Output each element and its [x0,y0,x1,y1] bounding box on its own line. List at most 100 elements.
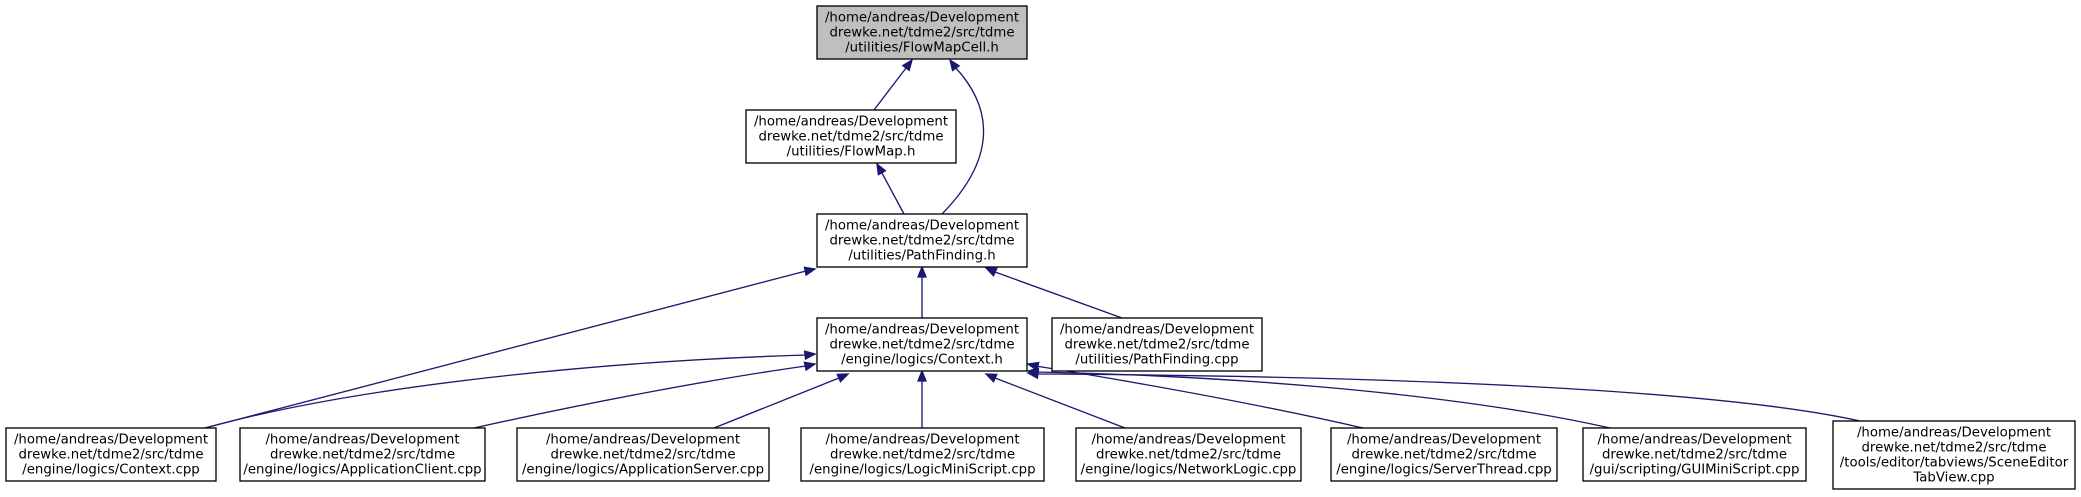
node-label-line: drewke.net/tdme2/src/tdme [830,448,1015,463]
node-box [816,5,1028,60]
node-label-line: drewke.net/tdme2/src/tdme [550,448,735,463]
node-logicminiscript-cpp[interactable]: /home/andreas/Developmentdrewke.net/tdme… [800,427,1045,482]
node-label-line: /home/andreas/Development [825,433,1019,448]
arrowhead-icon [917,369,927,382]
node-label-line: drewke.net/tdme2/src/tdme [1351,448,1536,463]
node-label-line: /engine/logics/ServerThread.cpp [1336,463,1552,478]
edge-pathfinding_cpp-to-pathfinding_h [984,267,1123,319]
node-label-line: /home/andreas/Development [825,11,1019,26]
node-label-line: /utilities/PathFinding.cpp [1075,353,1238,368]
edge-context_cpp-to-context_h [204,350,817,429]
arrowhead-icon [836,373,850,383]
node-sceneeditortabview-cpp[interactable]: /home/andreas/Developmentdrewke.net/tdme… [1832,420,2076,490]
edge-line [994,377,1126,429]
node-label-line: /home/andreas/Development [1060,323,1254,338]
node-box [1075,427,1302,482]
arrowhead-icon [803,361,817,372]
edge-line [881,172,905,215]
arrowhead-icon [876,162,887,176]
node-box [239,427,486,482]
arrowhead-icon [984,373,998,383]
edge-context_cpp-to-pathfinding_h [204,266,817,429]
edge-logicminiscript_cpp-to-context_h [917,369,927,428]
node-box [1051,317,1263,372]
node-label-line: drewke.net/tdme2/src/tdme [270,448,455,463]
node-box [816,213,1028,268]
node-label-line: drewke.net/tdme2/src/tdme [758,130,943,145]
node-networklogic-cpp[interactable]: /home/andreas/Developmentdrewke.net/tdme… [1075,427,1302,482]
node-label-line: drewke.net/tdme2/src/tdme [1096,448,1281,463]
edge-line [873,67,907,111]
node-label-line: /home/andreas/Development [754,115,948,130]
node-guiminiscript-cpp[interactable]: /home/andreas/Developmentdrewke.net/tdme… [1582,427,1807,482]
node-label-line: drewke.net/tdme2/src/tdme [829,26,1014,41]
arrowhead-icon [803,266,817,277]
node-label-line: drewke.net/tdme2/src/tdme [1602,448,1787,463]
edge-line [204,354,807,429]
node-box [5,427,217,482]
node-label-line: /home/andreas/Development [1597,433,1791,448]
node-label-line: drewke.net/tdme2/src/tdme [829,338,1014,353]
arrowhead-icon [803,350,817,361]
node-label-line: /engine/logics/LogicMiniScript.cpp [809,463,1035,478]
node-box [1582,427,1807,482]
node-box [800,427,1045,482]
node-label-line: drewke.net/tdme2/src/tdme [1064,338,1249,353]
node-label-line: drewke.net/tdme2/src/tdme [829,234,1014,249]
edge-line [473,365,807,429]
node-serverthread-cpp[interactable]: /home/andreas/Developmentdrewke.net/tdme… [1330,427,1558,482]
node-label-line: /home/andreas/Development [1857,426,2051,441]
node-box [745,109,957,164]
arrowhead-icon [984,267,998,277]
node-applicationclient-cpp[interactable]: /home/andreas/Developmentdrewke.net/tdme… [239,427,486,482]
node-label-line: /home/andreas/Development [265,433,459,448]
node-label-line: /utilities/FlowMap.h [787,145,916,160]
node-label-line: /home/andreas/Development [14,433,208,448]
node-label-line: /engine/logics/Context.cpp [22,463,200,478]
node-label-line: /engine/logics/Context.h [841,353,1003,368]
node-box [516,427,770,482]
edge-line [941,66,985,215]
node-label-line: /engine/logics/NetworkLogic.cpp [1081,463,1297,478]
node-label-line: drewke.net/tdme2/src/tdme [18,448,203,463]
edge-line [204,270,807,429]
node-pathfinding-h[interactable]: /home/andreas/Developmentdrewke.net/tdme… [816,213,1028,268]
node-label-line: /tools/editor/tabviews/SceneEditor [1840,456,2069,471]
node-label-line: /utilities/PathFinding.h [848,249,995,264]
node-label-line: /home/andreas/Development [1347,433,1541,448]
arrowhead-icon [1026,369,1040,380]
node-label-line: /engine/logics/ApplicationClient.cpp [243,463,481,478]
node-label-line: /gui/scripting/GUIMiniScript.cpp [1590,463,1800,478]
node-label-line: /home/andreas/Development [825,323,1019,338]
edge-applicationserver_cpp-to-context_h [713,373,850,429]
edges-layer [204,58,1861,429]
node-box [1832,420,2076,490]
node-context-h[interactable]: /home/andreas/Developmentdrewke.net/tdme… [816,317,1028,372]
edge-sceneeditortabview_cpp-to-context_h [1026,369,1861,422]
node-label-line: /home/andreas/Development [825,219,1019,234]
node-context-cpp[interactable]: /home/andreas/Developmentdrewke.net/tdme… [5,427,217,482]
edge-line [1035,373,1861,422]
edge-line [713,377,840,429]
arrowhead-icon [948,58,961,72]
edge-networklogic_cpp-to-context_h [984,373,1126,429]
node-flowmapcell-h: /home/andreas/Developmentdrewke.net/tdme… [816,5,1028,60]
node-box [1330,427,1558,482]
node-label-line: /engine/logics/ApplicationServer.cpp [522,463,764,478]
edge-flowmap_h-to-flowmapcell_h [873,58,914,111]
node-box [816,317,1028,372]
node-label-line: drewke.net/tdme2/src/tdme [1861,441,2046,456]
node-applicationserver-cpp[interactable]: /home/andreas/Developmentdrewke.net/tdme… [516,427,770,482]
edge-applicationclient_cpp-to-context_h [473,361,817,429]
edge-context_h-to-pathfinding_h [917,265,927,318]
nodes-layer: /home/andreas/Developmentdrewke.net/tdme… [5,5,2076,490]
arrowhead-icon [901,58,914,72]
node-label-line: /home/andreas/Development [546,433,740,448]
node-label-line: /home/andreas/Development [1091,433,1285,448]
node-flowmap-h[interactable]: /home/andreas/Developmentdrewke.net/tdme… [745,109,957,164]
edge-guiminiscript_cpp-to-context_h [1026,367,1611,429]
node-label-line: /utilities/FlowMapCell.h [845,41,999,56]
node-label-line: TabView.cpp [1912,471,1994,486]
node-pathfinding-cpp[interactable]: /home/andreas/Developmentdrewke.net/tdme… [1051,317,1263,372]
